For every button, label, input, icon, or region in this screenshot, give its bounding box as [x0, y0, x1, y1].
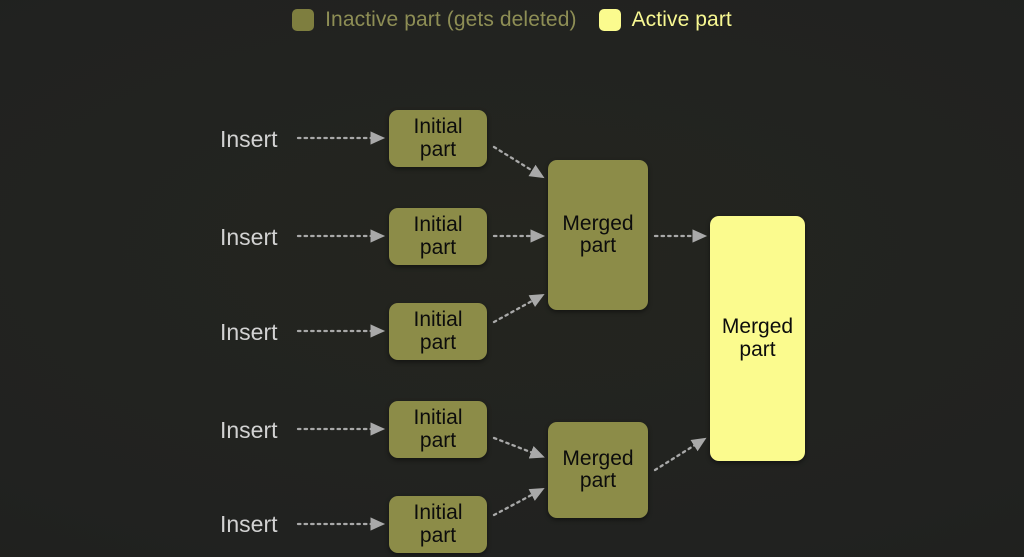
node-line-2: part [419, 428, 457, 452]
node-merged-part-bottom[interactable]: Merged part [548, 422, 648, 518]
legend-item-inactive: Inactive part (gets deleted) [292, 8, 576, 32]
node-line-2: part [739, 337, 776, 361]
legend-item-active: Active part [598, 8, 732, 32]
edge-merged-bottom-to-active [653, 437, 707, 472]
legend: Inactive part (gets deleted) Active part [0, 8, 1024, 32]
node-line-2: part [419, 523, 457, 547]
node-line-2: part [419, 137, 457, 161]
node-line-1: Initial [413, 406, 463, 430]
node-line-2: part [419, 330, 457, 354]
node-line-2: part [579, 234, 617, 257]
node-line-1: Merged [721, 315, 794, 339]
node-initial-part-5[interactable]: Initial part [389, 496, 487, 553]
node-merged-part-active[interactable]: Merged part [710, 216, 805, 461]
node-line-2: part [419, 235, 457, 259]
insert-label-4: Insert [220, 417, 278, 443]
insert-label-5: Insert [220, 511, 278, 537]
insert-label-1: Insert [220, 126, 278, 152]
node-line-1: Initial [413, 115, 463, 139]
node-initial-part-4[interactable]: Initial part [389, 401, 487, 458]
node-line-2: part [579, 469, 617, 492]
edge-initial4-to-merged-bottom [492, 436, 545, 459]
edge-initial1-to-merged-top [492, 145, 545, 179]
edge-initial5-to-merged-bottom [492, 488, 545, 517]
insert-label-2: Insert [220, 224, 278, 250]
node-merged-part-top[interactable]: Merged part [548, 160, 648, 310]
legend-label-active: Active part [631, 8, 732, 31]
node-initial-part-3[interactable]: Initial part [389, 303, 487, 360]
node-initial-part-1[interactable]: Initial part [389, 110, 487, 167]
insert-label-3: Insert [220, 319, 278, 345]
node-initial-part-2[interactable]: Initial part [389, 208, 487, 265]
square-swatch-icon [598, 9, 621, 31]
node-line-1: Initial [413, 308, 463, 332]
node-line-1: Merged [562, 211, 634, 235]
node-line-1: Initial [413, 501, 463, 525]
node-line-1: Merged [562, 446, 634, 470]
node-line-1: Initial [413, 213, 463, 237]
legend-label-inactive: Inactive part (gets deleted) [325, 8, 577, 31]
edge-initial3-to-merged-top [492, 293, 545, 324]
square-swatch-icon [292, 9, 315, 31]
